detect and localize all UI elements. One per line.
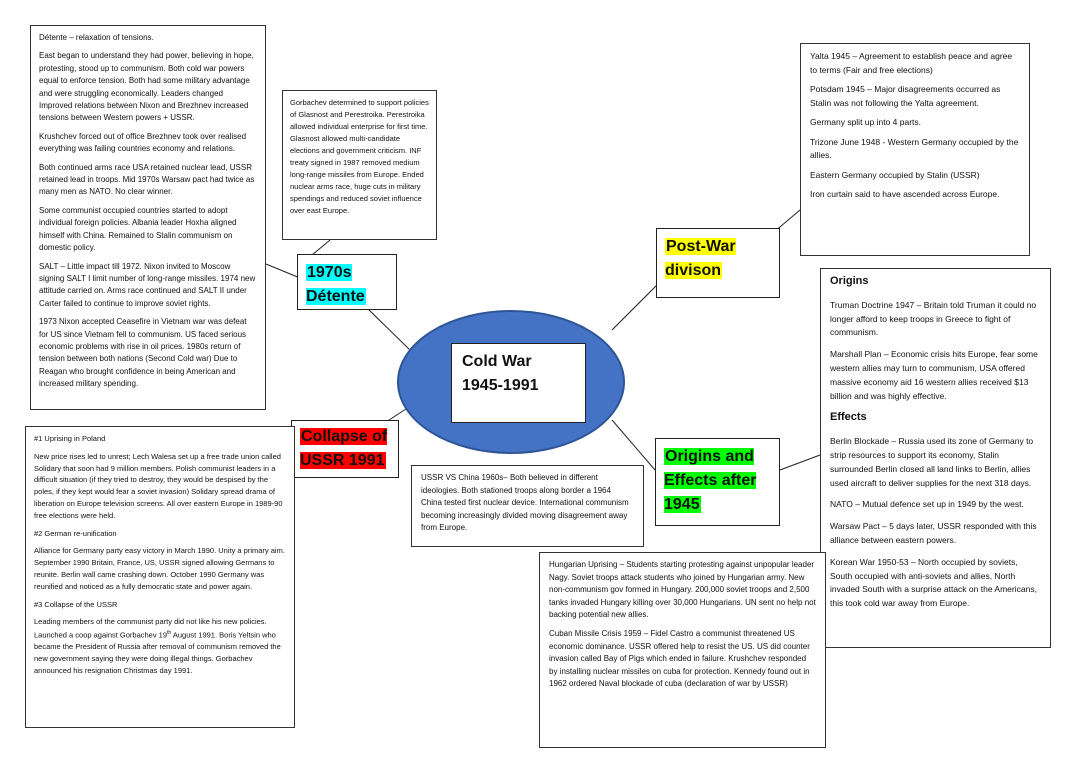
- origins-paragraph: Truman Doctrine 1947 – Britain told Trum…: [830, 299, 1037, 338]
- collapse-section-title: #1 Uprising in Poland: [34, 434, 106, 443]
- collapse-notes-box: #1 Uprising in Poland New price rises le…: [25, 426, 295, 728]
- collapse-text-sup: th: [167, 630, 172, 637]
- effects-paragraph: Warsaw Pact – 5 days later, USSR respond…: [830, 521, 1037, 545]
- origins-effects-notes-box: Origins Truman Doctrine 1947 – Britain t…: [820, 268, 1051, 648]
- connector-detente: [365, 306, 411, 351]
- postwar-paragraph: Yalta 1945 – Agreement to establish peac…: [810, 51, 1013, 75]
- label-collapse: Collapse of USSR 1991: [291, 420, 399, 478]
- label-postwar: Post-War divison: [656, 228, 780, 298]
- origins-paragraph: Marshall Plan – Economic crisis hits Eur…: [830, 349, 1038, 401]
- collapse-text-part: Leading members of the communist party d…: [34, 617, 267, 640]
- label-detente: 1970s Détente: [297, 254, 397, 310]
- detente-paragraph: Both continued arms race USA retained nu…: [39, 162, 255, 197]
- connector-gorbachev: [311, 239, 331, 256]
- hungary-cuba-notes-box: Hungarian Uprising – Students starting p…: [539, 552, 826, 748]
- label-origins-effects-text: Origins and Effects after 1945: [664, 448, 757, 513]
- detente-paragraph: East began to understand they had power,…: [39, 51, 254, 123]
- detente-paragraph: Some communist occupied countries starte…: [39, 205, 237, 253]
- effects-paragraph: NATO – Mutual defence set up in 1949 by …: [830, 499, 1024, 510]
- label-postwar-text: Post-War divison: [665, 238, 736, 279]
- postwar-paragraph: Trizone June 1948 - Western Germany occu…: [810, 136, 1019, 161]
- connector-detente-box: [265, 263, 301, 279]
- collapse-paragraph: Leading members of the communist party d…: [34, 616, 286, 676]
- effects-heading: Effects: [830, 411, 867, 424]
- gorbachev-notes-box: Gorbachev determined to support policies…: [282, 90, 437, 240]
- central-topic: Cold War 1945-1991: [451, 343, 586, 423]
- detente-paragraph: SALT – Little impact till 1972. Nixon in…: [39, 261, 256, 308]
- collapse-paragraph: New price rises led to unrest; Lech Wale…: [34, 451, 283, 520]
- collapse-paragraph: Alliance for Germany party easy victory …: [34, 546, 285, 591]
- label-origins-effects: Origins and Effects after 1945: [655, 438, 780, 526]
- postwar-paragraph: Eastern Germany occupied by Stalin (USSR…: [810, 169, 980, 180]
- china-notes-box: USSR VS China 1960s– Both believed in di…: [411, 465, 644, 547]
- effects-paragraph: Korean War 1950-53 – North occupied by s…: [830, 556, 1037, 609]
- label-collapse-text: Collapse of USSR 1991: [300, 428, 388, 469]
- china-text: USSR VS China 1960s– Both believed in di…: [421, 473, 629, 532]
- detente-paragraph: 1973 Nixon accepted Ceasefire in Vietnam…: [39, 317, 247, 389]
- label-detente-text: 1970s Détente: [306, 264, 366, 305]
- postwar-notes-box: Yalta 1945 – Agreement to establish peac…: [800, 43, 1030, 256]
- origins-heading: Origins: [830, 275, 869, 287]
- effects-paragraph: Berlin Blockade – Russia used its zone o…: [830, 436, 1034, 488]
- collapse-section-title: #2 German re-unification: [34, 528, 117, 538]
- gorbachev-text: Gorbachev determined to support policies…: [290, 98, 429, 215]
- connector-origins: [611, 419, 656, 471]
- collapse-text-part: August 1991. Boris Yeltsin who became th…: [34, 630, 281, 676]
- central-topic-title: Cold War 1945-1991: [462, 353, 539, 394]
- detente-notes-box: Détente – relaxation of tensions. East b…: [30, 25, 266, 410]
- cuba-paragraph: Cuban Missile Crisis 1959 – Fidel Castro…: [549, 628, 810, 689]
- detente-paragraph: Détente – relaxation of tensions.: [39, 33, 154, 42]
- collapse-section-title: #3 Collapse of the USSR: [34, 599, 118, 609]
- connector-postwar: [611, 279, 663, 331]
- postwar-paragraph: Germany split up into 4 parts.: [810, 117, 922, 127]
- postwar-paragraph: Potsdam 1945 – Major disagreements occur…: [810, 84, 1001, 108]
- connector-origins-box: [779, 454, 821, 471]
- detente-paragraph: Krushchev forced out of office Brezhnev …: [39, 131, 247, 154]
- postwar-paragraph: Iron curtain said to have ascended acros…: [810, 189, 1000, 199]
- hungary-paragraph: Hungarian Uprising – Students starting p…: [549, 560, 816, 620]
